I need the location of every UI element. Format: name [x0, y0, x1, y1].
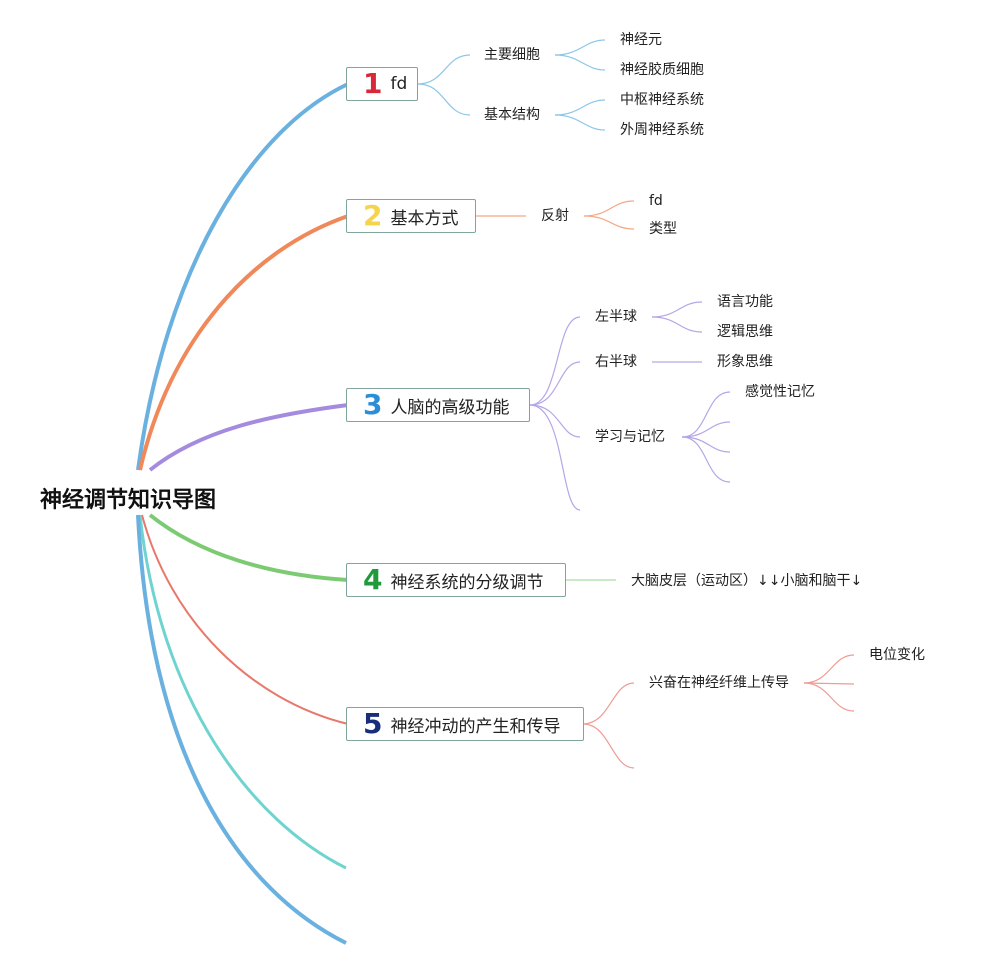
- branch-line-7: [136, 514, 347, 945]
- t5-link-conduction: [582, 682, 635, 725]
- subtopic-reflex-fd[interactable]: fd: [649, 193, 663, 209]
- t2-link-types: [583, 215, 635, 230]
- topic-3-label: 人脑的高级功能: [390, 397, 510, 418]
- t1-link-struct: [417, 83, 471, 116]
- subtopic-language[interactable]: 语言功能: [717, 294, 773, 310]
- t1-link-pns: [554, 114, 606, 131]
- root-topic[interactable]: 神经调节知识导图: [40, 488, 217, 513]
- t1-link-main: [417, 54, 471, 85]
- topic-4-label: 神经系统的分级调节: [390, 572, 544, 593]
- branch-line-6: [138, 514, 347, 870]
- subtopic-learning-memory[interactable]: 学习与记忆: [595, 429, 665, 445]
- t5-link-empty: [582, 723, 635, 769]
- topic-5-label: 神经冲动的产生和传导: [390, 716, 561, 737]
- subtopic-cns[interactable]: 中枢神经系统: [620, 92, 704, 108]
- branch-line-1: [136, 82, 349, 471]
- topic-3-number: 3: [363, 388, 383, 421]
- branch-line-4: [148, 513, 349, 582]
- topic-5-number: 5: [363, 707, 383, 740]
- subtopic-reflex-types[interactable]: 类型: [649, 221, 677, 237]
- topic-1-label: fd: [390, 74, 408, 94]
- subtopic-main-cells[interactable]: 主要细胞: [484, 47, 540, 63]
- t3-link-logic: [651, 316, 703, 333]
- topic-2-label: 基本方式: [390, 208, 459, 229]
- t3-link-language: [651, 301, 703, 318]
- branch-line-5: [141, 514, 349, 725]
- subtopic-image-thinking[interactable]: 形象思维: [717, 354, 773, 370]
- t3-link-leaf4: [681, 436, 731, 483]
- topic-2-number: 2: [363, 199, 383, 232]
- subtopic-glial[interactable]: 神经胶质细胞: [620, 62, 704, 78]
- t3-link-learning: [529, 404, 581, 438]
- subtopic-logic[interactable]: 逻辑思维: [717, 324, 773, 340]
- t3-link-sensory: [681, 391, 731, 438]
- subtopic-cortex-motor[interactable]: 大脑皮层（运动区）↓↓小脑和脑干↓: [631, 573, 863, 589]
- subtopic-sensory-memory[interactable]: 感觉性记忆: [745, 384, 815, 400]
- t3-link-leaf3: [681, 436, 731, 453]
- t2-link-fd: [583, 200, 635, 217]
- topic-2[interactable]: 2 基本方式: [346, 199, 476, 233]
- t5-link-leaf3: [803, 682, 855, 712]
- t3-link-right: [529, 361, 581, 406]
- topic-1-number: 1: [363, 67, 383, 100]
- t3-link-empty: [529, 404, 581, 511]
- topic-3[interactable]: 3 人脑的高级功能: [346, 388, 530, 422]
- t1-link-neuron: [554, 39, 606, 56]
- subtopic-right-hemisphere[interactable]: 右半球: [595, 354, 637, 370]
- t3-link-left: [529, 316, 581, 406]
- subtopic-neuron[interactable]: 神经元: [620, 32, 662, 48]
- topic-4[interactable]: 4 神经系统的分级调节: [346, 563, 566, 597]
- subtopic-reflex[interactable]: 反射: [541, 208, 569, 224]
- t5-link-leaf2: [803, 682, 855, 685]
- subtopic-pns[interactable]: 外周神经系统: [620, 122, 704, 138]
- t3-link-leaf2: [681, 421, 731, 438]
- topic-1[interactable]: 1 fd: [346, 67, 418, 101]
- t1-link-cns: [554, 99, 606, 116]
- t5-link-potential: [803, 654, 855, 684]
- subtopic-basic-structure[interactable]: 基本结构: [484, 107, 540, 123]
- branch-line-2: [138, 214, 349, 471]
- t1-link-glial: [554, 54, 606, 71]
- topic-5[interactable]: 5 神经冲动的产生和传导: [346, 707, 584, 741]
- subtopic-conduction[interactable]: 兴奋在神经纤维上传导: [649, 675, 789, 691]
- subtopic-left-hemisphere[interactable]: 左半球: [595, 309, 637, 325]
- branch-line-3: [148, 403, 349, 472]
- subtopic-potential-change[interactable]: 电位变化: [869, 647, 925, 663]
- topic-4-number: 4: [363, 563, 383, 596]
